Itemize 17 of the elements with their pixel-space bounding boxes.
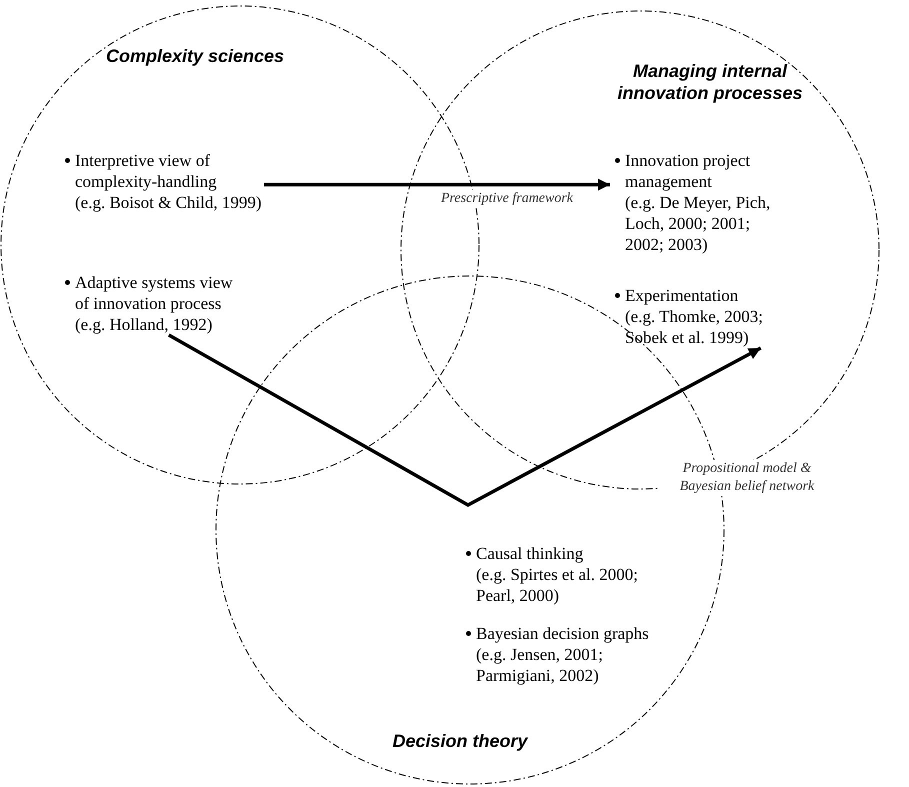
citation-text: (e.g. Thomke, 2003; Sobek et al. 1999)	[625, 306, 764, 348]
arrow	[168, 333, 762, 507]
citation-text: (e.g. Jensen, 2001; Parmigiani, 2002)	[476, 644, 604, 686]
circle-title: Complexity sciences	[104, 45, 286, 67]
bullet-text: Adaptive systems view of innovation process	[75, 272, 234, 314]
citation-text: (e.g. Boisot & Child, 1999)	[75, 192, 262, 213]
bullet-text: Causal thinking	[476, 543, 584, 564]
bullet-text: Innovation project management	[625, 150, 752, 192]
bullet-text: Bayesian decision graphs	[476, 623, 650, 644]
arrow	[264, 178, 610, 191]
citation-text: (e.g. Holland, 1992)	[75, 314, 214, 335]
citation-text: (e.g. De Meyer, Pich, Loch, 2000; 2001; 2002; 2003)	[625, 192, 772, 255]
citation-text: (e.g. Spirtes et al. 2000; Pearl, 2000)	[476, 564, 639, 606]
bullet-text: Interpretive view of complexity-handling	[75, 150, 218, 192]
circle-title: Managing internal innovation processes	[616, 60, 804, 104]
bullet-text: Experimentation	[625, 285, 740, 306]
circle-title: Decision theory	[391, 730, 530, 752]
